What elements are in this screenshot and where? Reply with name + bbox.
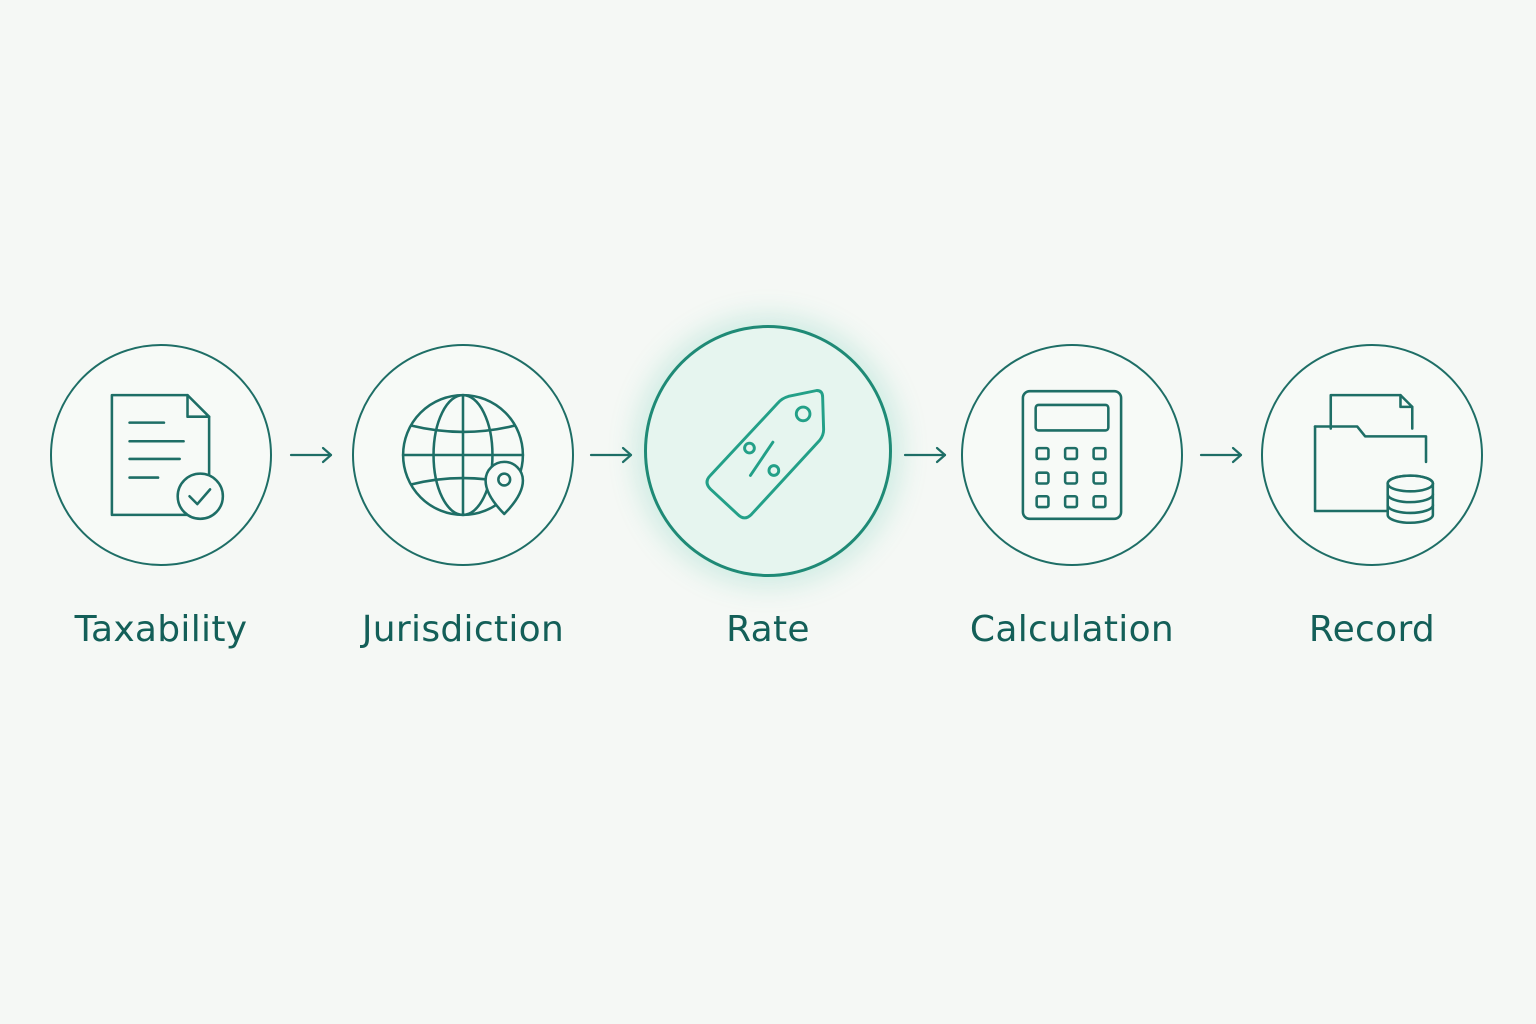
arrow-icon (1199, 445, 1245, 465)
folder-database-icon (1313, 393, 1435, 525)
step-circle-jurisdiction (352, 344, 574, 566)
step-label-taxability: Taxability (74, 609, 248, 650)
document-check-icon (110, 393, 225, 521)
globe-location-icon (401, 393, 525, 517)
step-circle-rate (644, 325, 892, 577)
calculator-icon (1021, 389, 1123, 521)
step-label-record: Record (1308, 609, 1436, 650)
step-label-calculation: Calculation (969, 609, 1175, 650)
step-circle-taxability (50, 344, 272, 566)
step-circle-record (1261, 344, 1483, 566)
step-label-jurisdiction: Jurisdiction (361, 609, 565, 650)
arrow-icon (589, 445, 635, 465)
step-circle-calculation (961, 344, 1183, 566)
step-label-rate: Rate (726, 609, 810, 650)
percent-tag-icon (705, 389, 826, 520)
arrow-icon (903, 445, 949, 465)
arrow-icon (289, 445, 335, 465)
